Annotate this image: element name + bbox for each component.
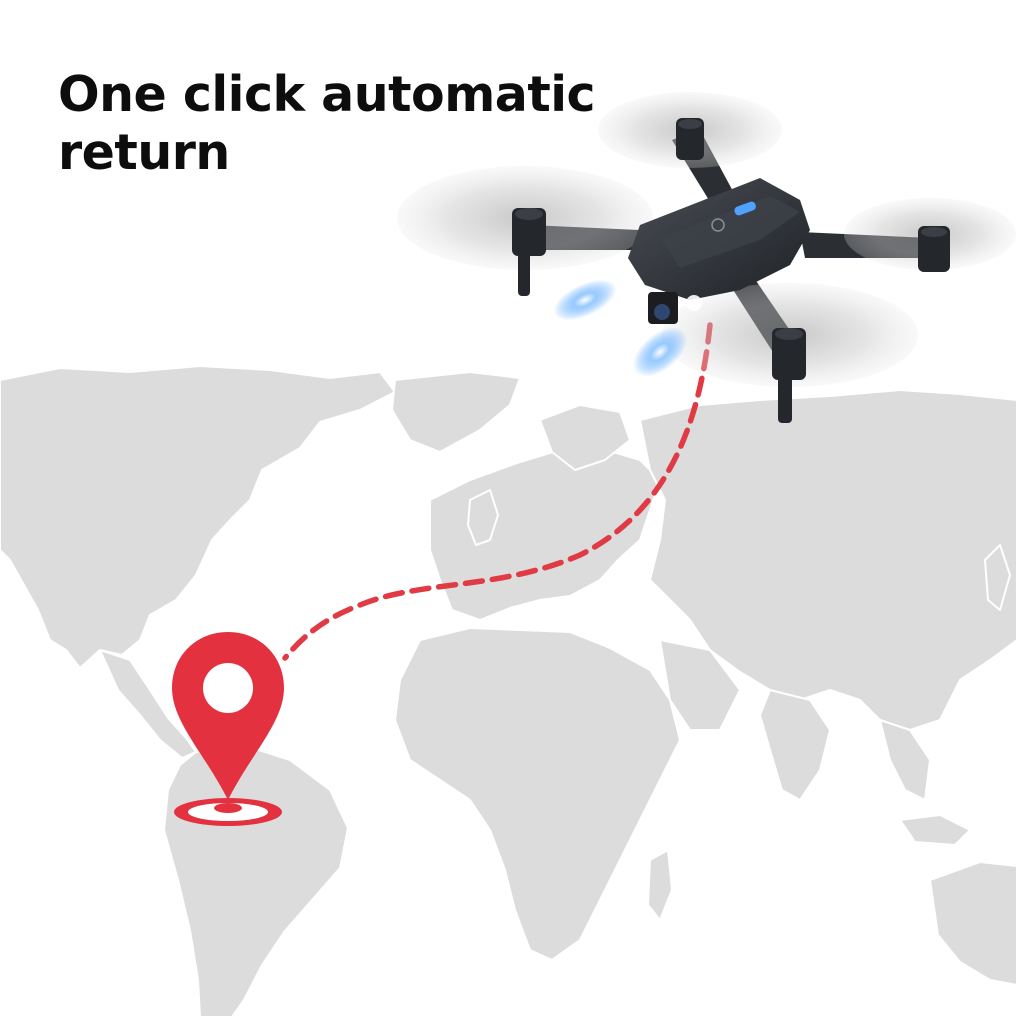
europe-landmass xyxy=(429,447,661,621)
world-map xyxy=(0,365,1017,1017)
status-led xyxy=(734,201,756,216)
feature-headline: One click automatic return xyxy=(58,66,596,182)
north-america-landmass xyxy=(0,365,396,669)
return-route-path xyxy=(282,322,713,661)
quadcopter-drone xyxy=(397,92,1016,423)
south-america-landmass xyxy=(163,743,349,1017)
india-landmass xyxy=(759,689,831,801)
greenland-landmass xyxy=(391,371,521,453)
front-light-glow-left xyxy=(553,279,617,321)
scandinavia-landmass xyxy=(539,404,631,471)
africa-landmass xyxy=(394,627,681,961)
arabia-landmass xyxy=(659,639,741,731)
front-light-glow-right xyxy=(632,327,688,377)
drone-motors xyxy=(512,118,950,423)
southeast-asia-landmass xyxy=(879,719,931,801)
headline-line-2: return xyxy=(58,124,230,181)
madagascar-landmass xyxy=(647,849,673,921)
uk-landmass xyxy=(467,489,499,546)
asia-landmass xyxy=(639,389,1017,731)
japan-landmass xyxy=(984,544,1011,611)
indonesia-landmass xyxy=(899,814,971,846)
australia-landmass xyxy=(929,861,1017,986)
headline-line-1: One click automatic xyxy=(58,66,596,123)
location-pin-icon xyxy=(172,632,284,826)
